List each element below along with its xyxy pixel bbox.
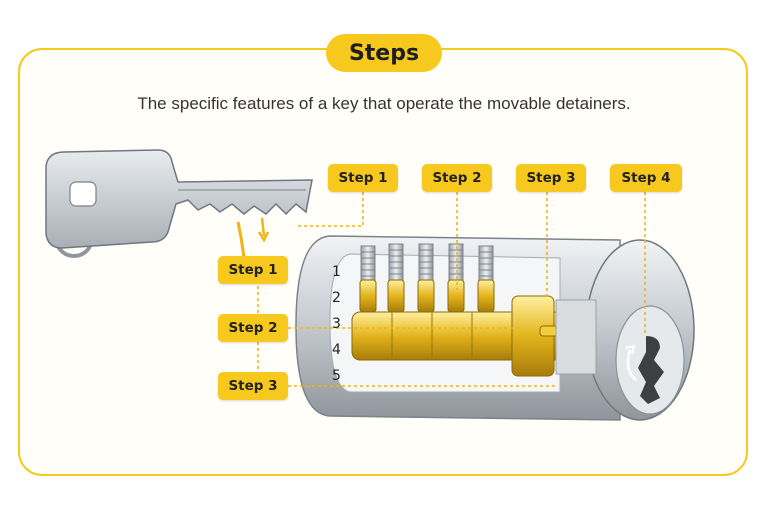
title-badge: Steps (326, 34, 442, 72)
leader-lines (257, 192, 646, 387)
pin-number-2: 2 (332, 290, 341, 306)
callout-step-4-top: Step 4 (610, 164, 682, 192)
pin-number-3: 3 (332, 316, 341, 332)
callout-step-3-top: Step 3 (516, 164, 586, 192)
callout-step-2-left: Step 2 (218, 314, 288, 342)
key-icon (45, 149, 313, 259)
lock-plug (351, 295, 597, 377)
pin-stacks (359, 243, 495, 313)
callout-step-3-left: Step 3 (218, 372, 288, 400)
callout-step-1-top: Step 1 (328, 164, 398, 192)
pin-number-4: 4 (332, 342, 341, 358)
diagram-subtitle: The specific features of a key that oper… (137, 94, 631, 113)
callout-step-1-left: Step 1 (218, 256, 288, 284)
pin-number-1: 1 (332, 264, 341, 280)
pin-number-5: 5 (332, 368, 341, 384)
callout-step-2-top: Step 2 (422, 164, 492, 192)
